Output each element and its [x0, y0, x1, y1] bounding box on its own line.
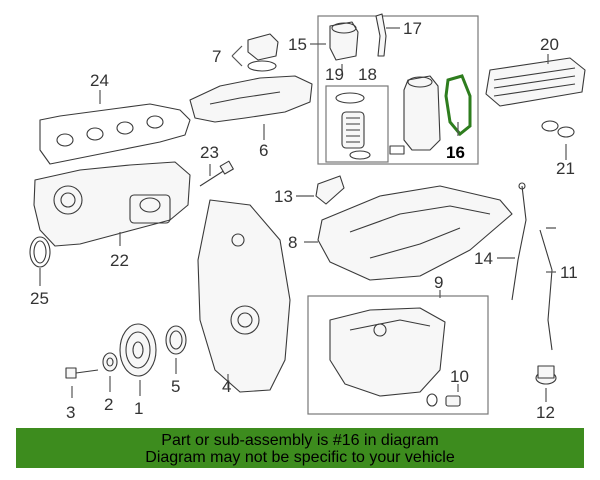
part-22-intake-manifold[interactable]: [33, 161, 191, 247]
part-8-upper-oil-pan[interactable]: [317, 185, 513, 281]
part-9-lower-oil-pan[interactable]: [329, 307, 446, 397]
callout-12[interactable]: 12: [536, 403, 555, 422]
part-23-bolt[interactable]: [199, 160, 234, 187]
part-10-drain-plug[interactable]: [426, 393, 461, 407]
callout-3[interactable]: 3: [66, 403, 75, 422]
callout-5[interactable]: 5: [171, 377, 180, 396]
callout-numbers: 24 7 6 23 15 19 18 17 20 16 21 13 8 9 14…: [30, 19, 578, 422]
callout-11[interactable]: 11: [560, 263, 578, 282]
callout-21[interactable]: 21: [556, 159, 575, 178]
callout-9[interactable]: 9: [434, 273, 443, 292]
parts-diagram: 24 7 6 23 15 19 18 17 20 16 21 13 8 9 14…: [29, 13, 586, 422]
part-6-cover[interactable]: [189, 75, 313, 123]
filter-element-subgroup-box: [325, 85, 389, 163]
callout-2[interactable]: 2: [104, 395, 113, 414]
callout-18[interactable]: 18: [358, 65, 377, 84]
callout-16[interactable]: 16: [446, 143, 465, 162]
callout-10[interactable]: 10: [450, 367, 469, 386]
oil-pan-lower-group-box: [307, 295, 489, 415]
callout-15[interactable]: 15: [288, 35, 307, 54]
part-7-cap[interactable]: [247, 33, 279, 72]
part-14-dipstick-tube[interactable]: [511, 182, 527, 301]
part-3-bolt[interactable]: [65, 367, 99, 379]
part-21-cooler-gasket[interactable]: [541, 120, 575, 138]
part-25-o-ring[interactable]: [29, 236, 51, 268]
part-13-bracket[interactable]: [315, 175, 345, 205]
callout-22[interactable]: 22: [110, 251, 129, 270]
callout-14[interactable]: 14: [474, 249, 493, 268]
callout-19[interactable]: 19: [325, 65, 344, 84]
callout-20[interactable]: 20: [540, 35, 559, 54]
callout-24[interactable]: 24: [90, 71, 109, 90]
callout-23[interactable]: 23: [200, 143, 219, 162]
part-16-housing-gasket[interactable]: [444, 74, 472, 137]
leader-lines: [39, 27, 567, 402]
part-2-washer[interactable]: [102, 352, 118, 372]
callout-25[interactable]: 25: [30, 289, 49, 308]
footer-banner: Part or sub-assembly is #16 in diagram D…: [16, 428, 584, 468]
oil-filter-housing[interactable]: [389, 75, 441, 155]
part-5-seal[interactable]: [165, 325, 187, 355]
part-19-filter-cap[interactable]: [329, 21, 359, 61]
callout-4[interactable]: 4: [222, 377, 231, 396]
part-20-oil-cooler[interactable]: [485, 57, 586, 107]
callout-1[interactable]: 1: [134, 399, 143, 418]
part-17-bracket[interactable]: [375, 13, 387, 57]
callout-8[interactable]: 8: [288, 233, 297, 252]
part-1-pulley[interactable]: [119, 323, 157, 377]
callout-13[interactable]: 13: [274, 187, 293, 206]
callout-7[interactable]: 7: [212, 47, 221, 66]
oil-filter-group-box: [317, 15, 479, 165]
part-12-filler-cap[interactable]: [535, 365, 557, 385]
part-11-dipstick[interactable]: [539, 227, 556, 351]
part-4-timing-cover[interactable]: [197, 199, 291, 393]
callout-6[interactable]: 6: [259, 141, 268, 160]
callout-17[interactable]: 17: [403, 19, 422, 38]
part-24-manifold-gasket[interactable]: [39, 103, 191, 165]
part-18-filter-element[interactable]: [335, 92, 371, 160]
footer-line-2: Diagram may not be specific to your vehi…: [145, 449, 455, 466]
footer-line-1: Part or sub-assembly is #16 in diagram: [161, 432, 439, 449]
